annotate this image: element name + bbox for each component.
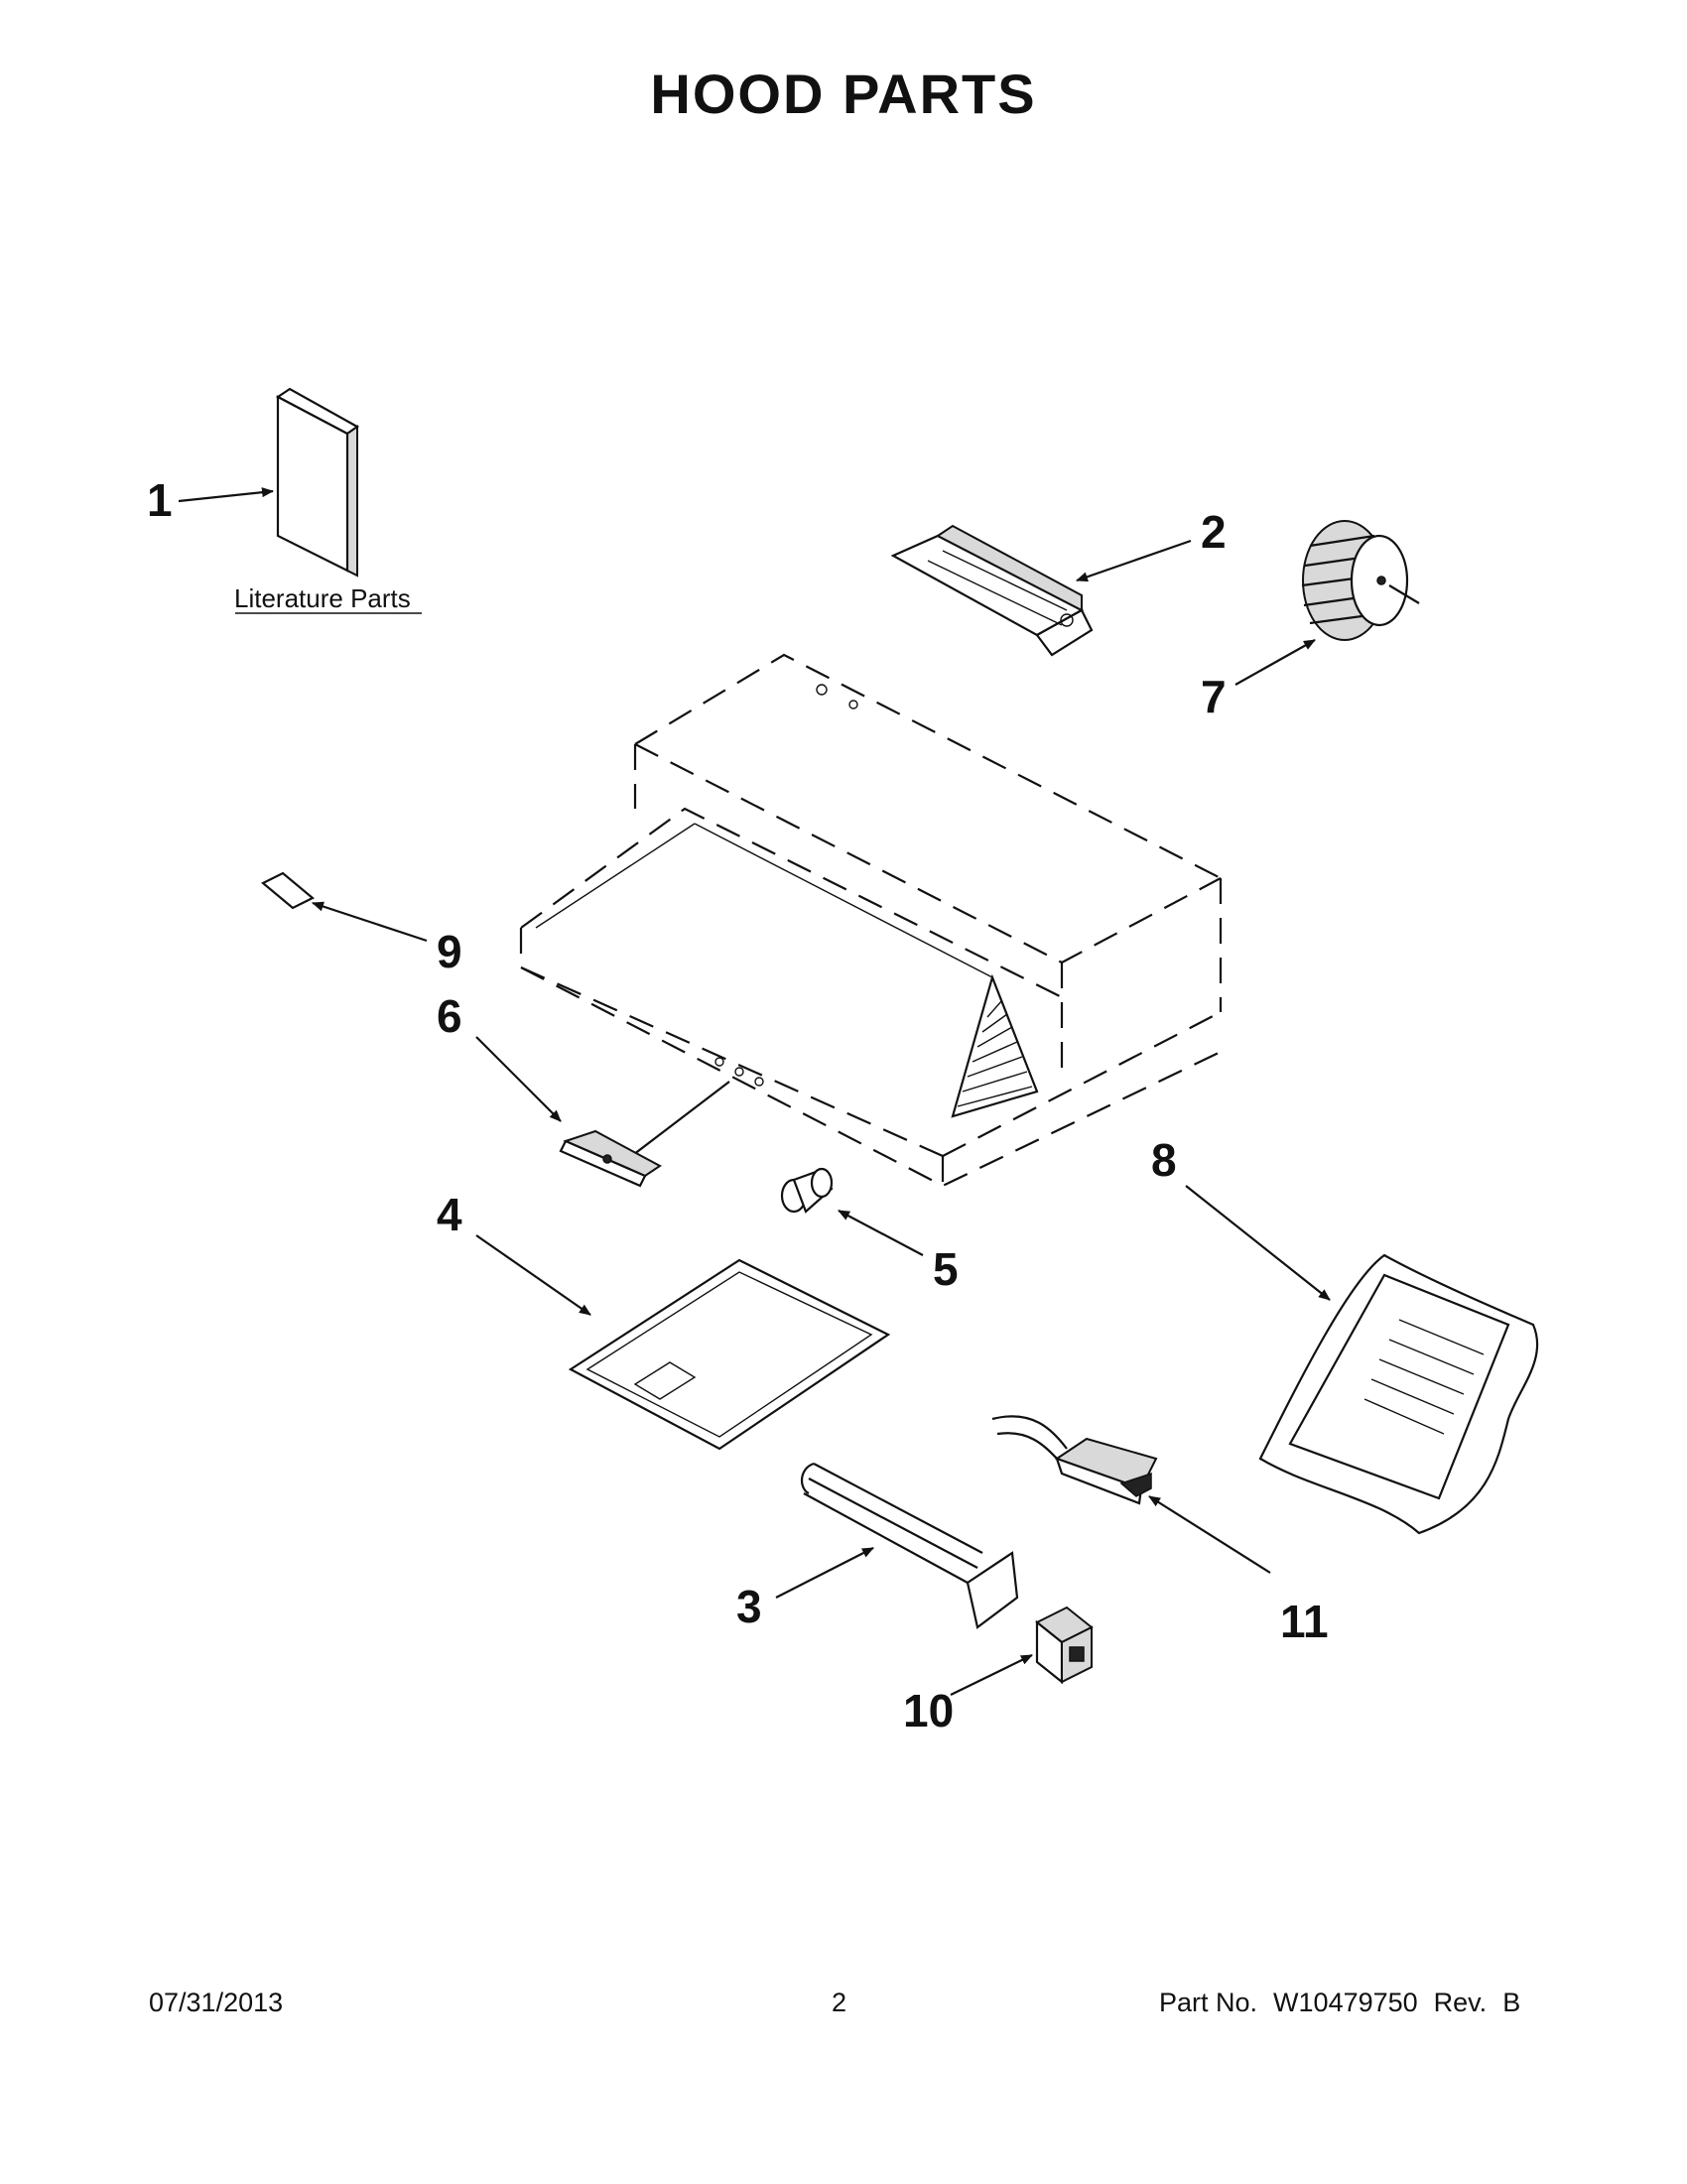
part-7-blower-motor — [1301, 520, 1420, 641]
leader-6 — [475, 1036, 562, 1122]
callout-5: 5 — [933, 1243, 959, 1295]
part-no-value: W10479750 — [1273, 1988, 1418, 2017]
callout-9: 9 — [437, 926, 462, 977]
part-8-manual-bag — [1258, 1253, 1539, 1535]
callout-8: 8 — [1151, 1134, 1177, 1186]
part-2-bracket — [890, 524, 1094, 657]
leader-4 — [475, 1234, 591, 1316]
part-1-literature-booklet — [275, 387, 360, 578]
leader-9 — [312, 901, 428, 943]
rev-value: B — [1502, 1988, 1521, 2017]
leader-11 — [1148, 1495, 1271, 1574]
part-4-grease-filter — [568, 1258, 891, 1451]
part-no-label: Part No. — [1159, 1988, 1258, 2017]
footer-date: 07/31/2013 — [149, 1988, 284, 2017]
callout-3: 3 — [736, 1581, 762, 1632]
callout-7: 7 — [1201, 671, 1227, 722]
part-10-terminal-block — [1035, 1606, 1094, 1685]
footer-part-number: Part No. W10479750 Rev. B — [1159, 1988, 1536, 2018]
footer-page-number: 2 — [832, 1988, 847, 2017]
rev-label: Rev. — [1433, 1988, 1488, 2017]
leader-10 — [950, 1654, 1033, 1696]
callout-11: 11 — [1280, 1596, 1329, 1647]
leader-3 — [775, 1547, 874, 1599]
literature-parts-label: Literature Parts — [234, 583, 411, 613]
leader-2 — [1076, 539, 1192, 582]
part-6-switch — [559, 1129, 662, 1188]
leader-5 — [838, 1210, 924, 1256]
leader-7 — [1234, 639, 1316, 686]
leader-1 — [178, 487, 274, 503]
part-3-element — [801, 1462, 1019, 1629]
part-9-label — [261, 871, 315, 910]
callout-6: 6 — [437, 990, 462, 1042]
callout-1: 1 — [147, 474, 173, 526]
part-5-socket — [780, 1167, 834, 1214]
hood-body — [519, 653, 1223, 1188]
callout-10: 10 — [903, 1685, 954, 1736]
callout-4: 4 — [437, 1189, 462, 1240]
leader-lines — [178, 487, 1331, 1696]
leader-8 — [1185, 1185, 1331, 1301]
callout-2: 2 — [1201, 506, 1227, 558]
page-title: HOOD PARTS — [650, 63, 1037, 125]
part-11-transformer — [991, 1415, 1158, 1505]
